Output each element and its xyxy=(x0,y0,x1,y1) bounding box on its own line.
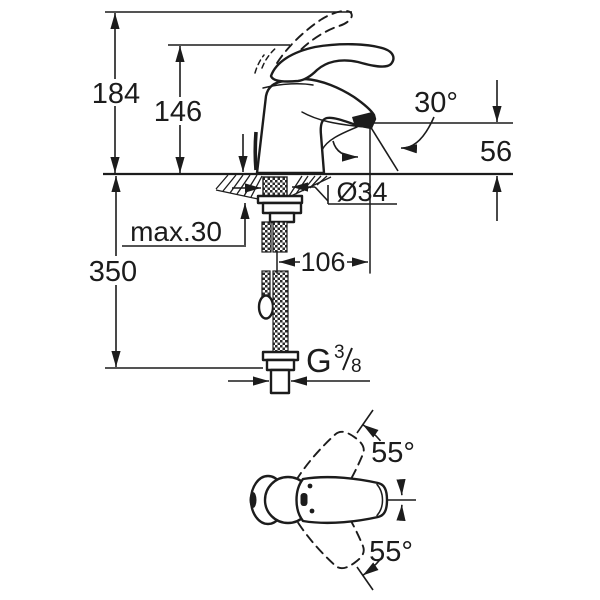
faucet-body-art xyxy=(253,10,395,175)
lever-screw-dot-1 xyxy=(307,483,313,489)
mounting-nut-step xyxy=(268,211,296,224)
thread-fraction-slash xyxy=(342,347,353,371)
connection-tube xyxy=(269,368,291,395)
dim-swivel-up: 55° xyxy=(362,423,415,496)
dim-spout-angle: 30° xyxy=(332,87,458,172)
thread-numerator: 3 xyxy=(334,342,345,363)
lever-motion-mark-1 xyxy=(261,46,278,69)
dim-label-106: 106 xyxy=(300,247,345,277)
threaded-shank xyxy=(262,176,288,198)
lever-joint-line xyxy=(262,83,314,89)
dim-label-max30: max.30 xyxy=(130,216,222,247)
dim-label-55-up: 55° xyxy=(371,437,415,469)
mounting-hardware xyxy=(256,176,304,395)
dim-thread-size: G 3 8 xyxy=(228,342,370,386)
body-edge-accent xyxy=(253,131,258,171)
spout-underside-line xyxy=(321,126,358,151)
lever-slot xyxy=(300,493,308,506)
lever-swiveled-up-dashed xyxy=(287,430,365,519)
dim-label-56: 56 xyxy=(480,136,512,168)
flex-hose-left-upper xyxy=(261,221,272,253)
lever-motion-mark-2 xyxy=(254,54,265,74)
lever-tip-inner-line xyxy=(376,483,384,517)
spout-outlet-mark xyxy=(249,492,257,508)
dim-label-146: 146 xyxy=(154,96,202,128)
dim-label-184: 184 xyxy=(92,78,140,110)
swivel-ext-up xyxy=(356,409,374,434)
flex-hose-left-lower xyxy=(261,270,271,297)
spout-angle-ray xyxy=(369,125,399,172)
thread-denominator: 8 xyxy=(351,356,362,377)
aerator xyxy=(352,112,375,128)
top-view: 55° 55° xyxy=(249,409,416,591)
dim-hole-diameter: Ø34 xyxy=(232,177,397,207)
swivel-ext-down xyxy=(356,566,374,591)
dim-label-d34: Ø34 xyxy=(336,177,387,207)
dim-total-height: 184 xyxy=(92,13,140,173)
flex-hose-right-lower xyxy=(272,270,289,353)
dim-label-55-down: 55° xyxy=(369,536,413,568)
mounting-nut xyxy=(261,201,303,215)
front-view: 184 146 350 56 max.30 xyxy=(89,10,513,395)
dim-hose-length: 350 xyxy=(89,176,137,367)
spout-inner-line xyxy=(301,111,356,127)
flex-hose-right-upper xyxy=(272,221,288,253)
dim-swivel-down: 55° xyxy=(362,504,413,577)
thread-letter: G xyxy=(306,342,332,379)
hose-end-loop xyxy=(257,294,275,320)
lever-swiveled-down-dashed xyxy=(287,481,365,570)
dim-label-350: 350 xyxy=(89,256,137,288)
faucet-lever xyxy=(269,43,395,83)
dim-label-30deg: 30° xyxy=(414,87,458,119)
dim-spout-projection: 106 xyxy=(276,125,371,277)
connection-nut-body xyxy=(265,358,296,372)
lever-screw-dot-2 xyxy=(309,508,315,514)
dim-spout-height: 146 xyxy=(154,46,202,173)
lever-top-view xyxy=(295,475,389,525)
dim-outlet-clearance: 56 xyxy=(480,80,512,221)
deck-hatching-left xyxy=(215,174,263,200)
dim-deck-thickness: max.30 xyxy=(122,134,250,247)
